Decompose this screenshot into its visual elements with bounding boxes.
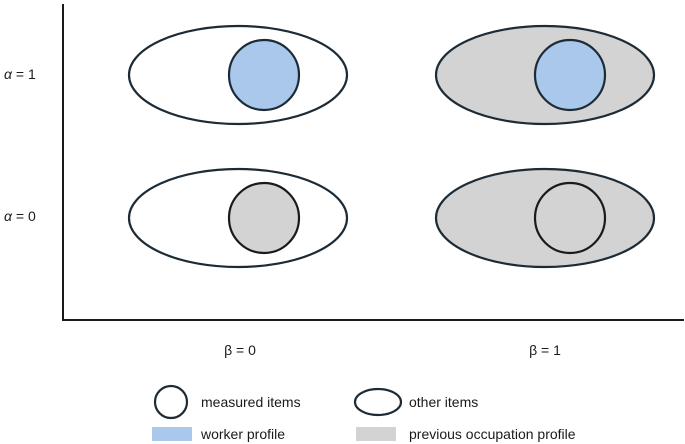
col-label-beta-0: β = 0 (224, 342, 256, 358)
measured-items-circle (227, 181, 301, 255)
legend-measured-items-symbol (153, 384, 189, 420)
cell-alpha0-beta0 (127, 167, 349, 269)
legend-worker-profile-swatch (152, 427, 192, 441)
col-label-beta-1: β = 1 (529, 342, 561, 358)
legend-other-items-label: other items (409, 394, 478, 410)
cell-alpha1-beta1 (434, 24, 656, 126)
legend-measured-items-label: measured items (201, 394, 301, 410)
measured-items-circle (533, 38, 607, 112)
cell-alpha0-beta1 (434, 167, 656, 269)
row-label-alpha-1: α = 1 (4, 66, 36, 82)
legend-previous-occupation-profile-label: previous occupation profile (409, 426, 576, 442)
legend-worker-profile-label: worker profile (200, 426, 285, 442)
legend-other-items-symbol (353, 387, 403, 417)
row-label-alpha-0: α = 0 (4, 208, 36, 224)
cell-alpha1-beta0 (127, 24, 349, 126)
measured-items-circle (533, 181, 607, 255)
legend-previous-occupation-profile-swatch (356, 427, 396, 441)
measured-items-circle (227, 38, 301, 112)
legend: measured items other items worker profil… (152, 384, 576, 442)
